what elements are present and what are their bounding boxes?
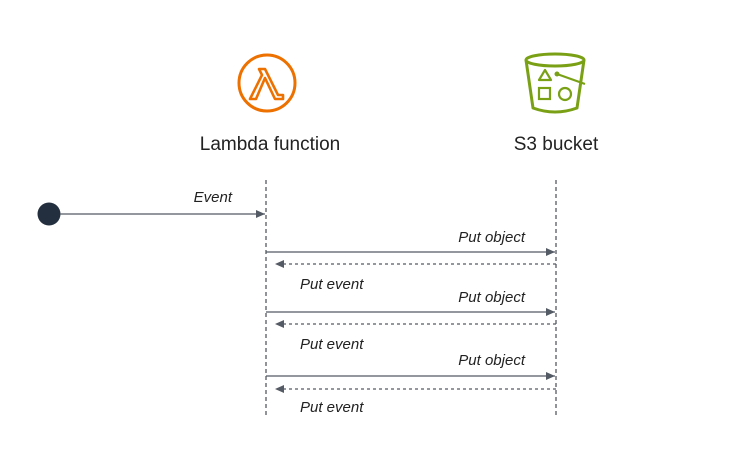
lambda-label: Lambda function [200,134,341,155]
s3-label: S3 bucket [514,134,599,155]
s3-bucket-icon [524,52,586,114]
put-event-label-3: Put event [300,399,364,416]
event-label: Event [194,189,233,206]
put-event-label-1: Put event [300,276,364,293]
lambda-icon [237,53,297,113]
put-object-label-2: Put object [458,289,526,306]
put-object-label-1: Put object [458,229,526,246]
start-node [37,202,61,226]
put-event-label-2: Put event [300,336,364,353]
put-object-label-3: Put object [458,352,526,369]
